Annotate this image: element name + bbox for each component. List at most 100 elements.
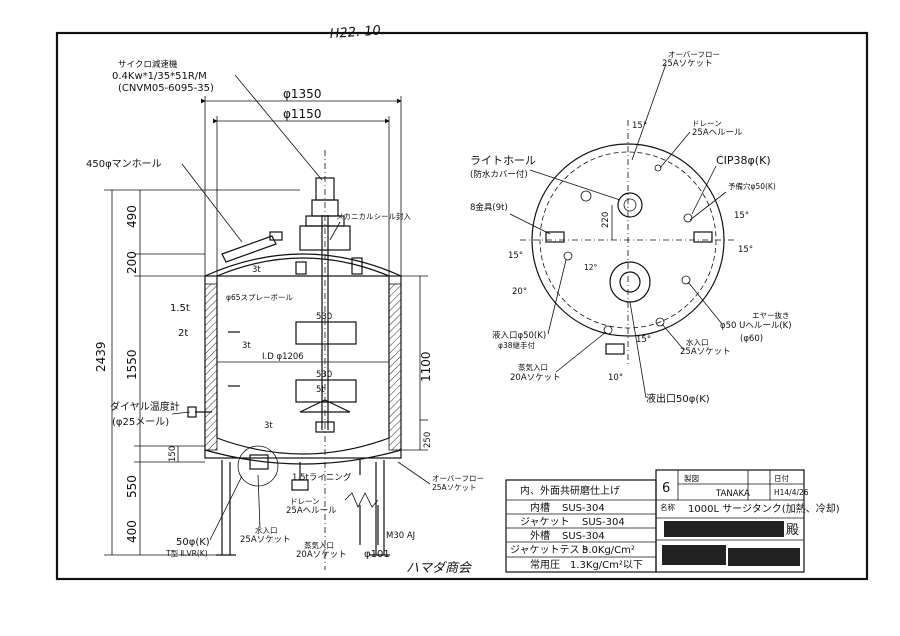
reducer-model: (CNVM05-6095-35)	[118, 83, 214, 94]
drawing-border	[55, 31, 869, 581]
thk-3t-a: 3t	[252, 265, 261, 275]
plan-cip-label: CIP38φ(K)	[716, 154, 771, 167]
plan-steam-in-label: 蒸気入口	[518, 362, 548, 372]
dim-h250: 250	[423, 432, 433, 448]
impeller-lower	[295, 379, 357, 403]
plan-liquid-out-label: 液出口50φ(K)	[646, 392, 710, 405]
handwritten-note: ハマダ商会	[406, 561, 473, 576]
drawing-name: 1000L サージタンク(加熱、冷却)	[688, 502, 840, 515]
dim-h1100: 1100	[419, 351, 433, 382]
plan-air-vent-sub: (φ60)	[740, 334, 763, 344]
thk-3t-b: 3t	[242, 341, 251, 351]
plan-angle-10: 10°	[608, 373, 623, 383]
plan-overflow-label: オーバーフロー	[668, 50, 720, 59]
drain-label: ドレーン	[290, 497, 320, 506]
steam-in-label: 蒸気入口	[304, 540, 334, 550]
impeller-530-upper: 530	[316, 312, 332, 322]
dim-h200: 200	[125, 251, 139, 274]
plan-spare-label: 予備穴φ50(K)	[728, 181, 776, 191]
thk-1-5t: 1.5t	[170, 303, 190, 314]
plan-angle-12: 12°	[584, 263, 598, 272]
anchor-label: M30 AJ	[386, 531, 415, 541]
dim-d101: φ101	[364, 549, 390, 560]
dim-h400: 400	[125, 520, 139, 543]
inner-vessel	[216, 257, 390, 455]
spec-row-2-val: SUS-304	[562, 531, 605, 542]
impeller-upper	[295, 321, 357, 345]
outlet-label: 50φ(K)	[176, 537, 210, 548]
plan-air-vent-size: φ50 Uヘルール(K)	[720, 321, 792, 331]
plan-view: 220 ライトホール (防水カバー付) オーバーフロー 25Aソケット ドレーン…	[470, 50, 792, 405]
redacted-company-2	[728, 548, 800, 566]
plan-air-vent-label: エヤー抜き	[752, 310, 790, 320]
spec-row-1-val: SUS-304	[582, 517, 625, 528]
plan-dim-220: 220	[601, 212, 611, 228]
spec-row-1-key: ジャケット	[520, 516, 570, 528]
date-value: H14/4/26	[774, 488, 809, 497]
plan-angle-15-a: 15°	[632, 121, 647, 131]
impeller-530-lower: 530	[316, 370, 332, 380]
designer-name: TANAKA	[715, 489, 750, 499]
overflow-bottom-size: 25Aソケット	[432, 483, 477, 492]
customer-suffix: 殿	[786, 523, 799, 538]
dim-h1550: 1550	[125, 349, 139, 380]
thk-3t-c: 3t	[264, 421, 273, 431]
overflow-bottom-label: オーバーフロー	[432, 474, 484, 483]
spec-row-3-val: 3.0Kg/Cm²	[582, 545, 635, 556]
dim-d1350: φ1350	[283, 87, 321, 101]
spec-row-4-val: 1.3Kg/Cm²以下	[570, 560, 643, 571]
spec-row-0-key: 内槽	[530, 501, 550, 514]
dim-h550: 550	[125, 475, 139, 498]
thk-5t: 5t	[316, 385, 325, 395]
manhole	[221, 235, 277, 263]
plan-manhole	[609, 261, 651, 303]
spec-table: 内、外面共研磨仕上げ 内槽 SUS-304 ジャケット SUS-304 外槽 S…	[505, 479, 657, 573]
plan-angle-15-d: 15°	[636, 335, 651, 345]
dim-d1206: I.D φ1206	[262, 352, 304, 362]
dim-h490: 490	[125, 205, 139, 228]
dial-gauge-label: ダイヤル温度計	[110, 400, 180, 413]
spec-row-0-val: SUS-304	[562, 503, 605, 514]
plan-angle-15-c: 15°	[738, 245, 753, 255]
insulation-right	[388, 283, 402, 451]
elevation-view: φ1350 φ1150 I.D φ1206 2439 490 200 1550 …	[86, 59, 484, 570]
drain-size: 25Aヘルール	[286, 506, 337, 516]
plan-angle-15-e: 15°	[508, 251, 523, 261]
spec-row-2-key: 外槽	[530, 529, 550, 542]
plan-angle-15-b: 15°	[734, 211, 749, 221]
plan-drain-size: 25Aヘルール	[692, 128, 743, 138]
mech-seal-label: メカニカルシール封入	[336, 211, 411, 221]
plan-light-hole-label: ライトホール	[470, 154, 536, 167]
dim-h2439: 2439	[94, 341, 108, 372]
redacted-company-1	[662, 545, 726, 565]
plan-overflow-size: 25Aソケット	[662, 59, 713, 69]
dim-h150: 150	[168, 446, 178, 462]
steam-in-size: 20Aソケット	[296, 550, 347, 560]
plan-light-hole	[617, 192, 643, 218]
handwritten-date: H22. 10.	[329, 23, 385, 42]
water-in-label: 水入口	[255, 525, 278, 535]
date-label: 日付	[774, 473, 789, 483]
manhole-label: 450φマンホール	[86, 158, 162, 170]
plan-light-hole-sub: (防水カバー付)	[470, 169, 528, 180]
designer-label: 製図	[684, 473, 699, 483]
plan-water-in-label: 水入口	[686, 337, 709, 347]
spec-row-3-key: ジャケットテスト	[510, 544, 590, 556]
plan-lug-label: 8金具(9t)	[470, 202, 508, 213]
sheet-number: 6	[662, 481, 670, 496]
plan-drain-label: ドレーン	[692, 119, 722, 128]
water-in-size: 25Aソケット	[240, 535, 291, 545]
lining-label: 1.5tライニング	[292, 472, 352, 483]
dial-gauge-size: (φ25メール)	[112, 417, 169, 428]
outlet-valve-label: T型 Ⅱ.VR(K)	[165, 549, 208, 558]
title-block: 6 製図 TANAKA 日付 H14/4/26 名称 1000L サージタンク(…	[655, 469, 840, 573]
dim-d1150: φ1150	[283, 107, 321, 121]
name-label: 名称	[660, 502, 675, 512]
plan-water-in-size: 25Aソケット	[680, 347, 731, 357]
spec-heading: 内、外面共研磨仕上げ	[520, 484, 620, 497]
redacted-customer	[664, 521, 784, 537]
reducer-title: サイクロ減速機	[118, 59, 178, 70]
reducer-spec: 0.4Kw*1/35*51R/M	[112, 71, 207, 82]
plan-liquid-in-label: 液入口φ50(K)	[492, 330, 546, 341]
